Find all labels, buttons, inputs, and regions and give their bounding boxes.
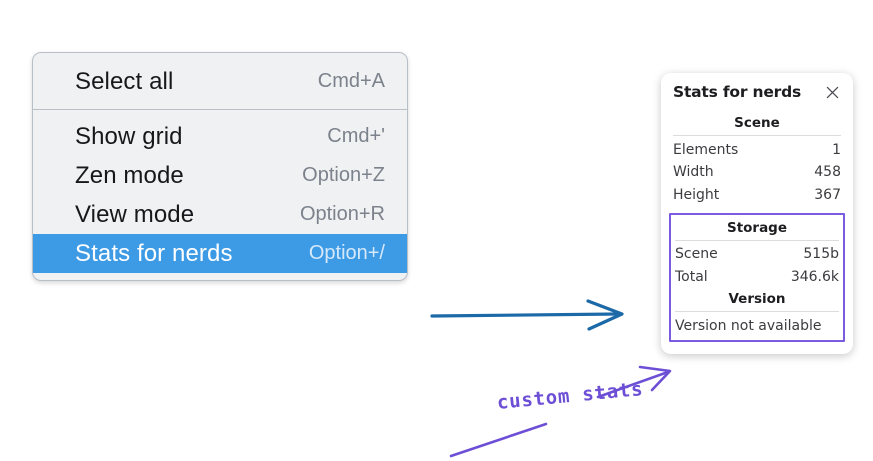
panel-header: Stats for nerds xyxy=(673,83,841,101)
menu-item-shortcut: Option+R xyxy=(299,203,385,225)
table-row: Total 346.6k xyxy=(675,266,839,289)
stat-key: Width xyxy=(673,164,714,180)
menu-item-view-mode[interactable]: View mode Option+R xyxy=(33,195,407,234)
menu-item-label: Zen mode xyxy=(75,161,184,189)
table-row: Elements 1 xyxy=(673,139,841,162)
scene-heading: Scene xyxy=(734,115,780,131)
stat-key: Elements xyxy=(673,141,739,158)
menu-item-shortcut: Cmd+' xyxy=(327,125,385,147)
custom-stats-highlight-box: Storage Scene 515b Total 346.6k Version … xyxy=(669,212,845,342)
stat-value: 346.6k xyxy=(790,268,839,285)
menu-item-label: Stats for nerds xyxy=(75,239,233,267)
section-rule xyxy=(675,239,839,241)
menu-item-stats-for-nerds[interactable]: Stats for nerds Option+/ xyxy=(33,234,407,273)
menu-item-select-all[interactable]: Select all Cmd+A xyxy=(33,62,407,101)
context-menu: Select all Cmd+A Show grid Cmd+' Zen mod… xyxy=(32,52,408,281)
menu-item-zen-mode[interactable]: Zen mode Option+Z xyxy=(33,156,407,195)
table-row: Scene 515b xyxy=(675,244,839,267)
menu-group-1: Select all Cmd+A xyxy=(33,53,407,109)
table-row: Width 458 xyxy=(673,162,841,185)
scene-section: Scene Elements 1 Width 458 Height 367 xyxy=(673,113,841,207)
table-row: Height 367 xyxy=(673,184,841,207)
stat-key: Scene xyxy=(675,246,718,262)
storage-heading: Storage xyxy=(726,219,788,236)
version-text: Version not available xyxy=(675,317,822,334)
menu-item-label: View mode xyxy=(75,200,195,228)
menu-item-shortcut: Cmd+A xyxy=(317,70,385,92)
version-section: Version Version not available xyxy=(675,289,839,335)
stat-key: Height xyxy=(673,186,720,203)
blue-arrow xyxy=(430,299,624,331)
stat-value: 458 xyxy=(814,164,841,180)
stat-key: Total xyxy=(675,268,708,285)
annotation-text: custom stats xyxy=(495,377,645,414)
menu-item-show-grid[interactable]: Show grid Cmd+' xyxy=(33,117,407,156)
menu-item-label: Select all xyxy=(75,67,174,95)
version-heading: Version xyxy=(728,290,786,307)
stats-for-nerds-panel: Stats for nerds Scene Elements 1 Width 4… xyxy=(661,73,853,354)
storage-section: Storage Scene 515b Total 346.6k xyxy=(675,218,839,289)
menu-item-label: Show grid xyxy=(75,122,183,150)
section-rule xyxy=(675,310,839,312)
panel-title: Stats for nerds xyxy=(673,83,802,101)
menu-item-shortcut: Option+Z xyxy=(302,164,385,186)
close-icon[interactable] xyxy=(823,83,841,101)
menu-item-shortcut: Option+/ xyxy=(308,242,385,264)
menu-divider xyxy=(33,109,407,110)
section-rule xyxy=(673,135,841,136)
stat-value: 367 xyxy=(814,186,841,203)
stat-value: 1 xyxy=(832,141,841,158)
stat-value: 515b xyxy=(803,246,839,262)
menu-group-2: Show grid Cmd+' Zen mode Option+Z View m… xyxy=(33,110,407,280)
purple-lead-line xyxy=(449,422,548,458)
